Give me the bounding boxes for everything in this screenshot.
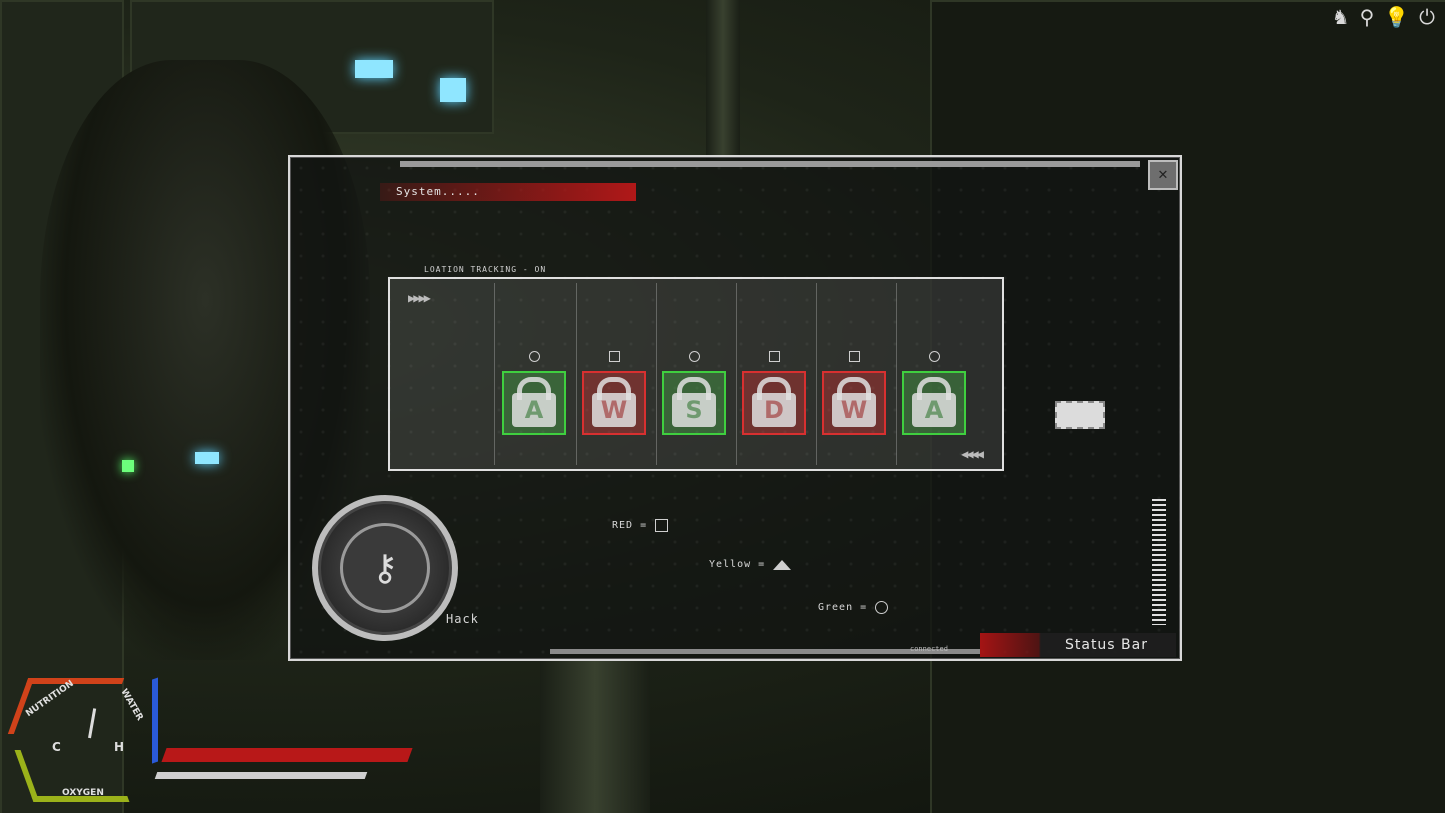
legend-red: RED =: [612, 519, 669, 532]
panel-bottom-bar: [550, 649, 980, 654]
panel-top-bar: [400, 161, 1140, 167]
column-divider: [896, 283, 897, 465]
lock-key: A: [902, 349, 966, 435]
lock-icon: [757, 377, 791, 400]
map-pin-icon[interactable]: ⚲: [1359, 5, 1375, 29]
power-icon[interactable]: ⏻: [1419, 5, 1435, 29]
lock-key: D: [742, 349, 806, 435]
legend-yellow: Yellow =: [709, 559, 792, 570]
location-tracking-label: LOATION TRACKING - ON: [424, 265, 547, 274]
gauge-hot-label: H: [114, 740, 125, 754]
status-bar: Status Bar: [980, 633, 1176, 657]
legend-yellow-label: Yellow =: [709, 559, 766, 570]
close-button[interactable]: ✕: [1148, 160, 1178, 190]
helmet-light: [355, 60, 393, 78]
circle-indicator-icon: [928, 349, 940, 363]
column-divider: [494, 283, 495, 465]
column-divider: [736, 283, 737, 465]
lock-key: W: [582, 349, 646, 435]
legend-red-label: RED =: [612, 520, 648, 531]
hack-dial[interactable]: ⚷: [312, 495, 458, 641]
hack-label: Hack: [446, 612, 479, 626]
player-stats-hud: NUTRITION WATER OXYGEN C H: [7, 672, 420, 807]
column-divider: [816, 283, 817, 465]
key-icon: ⚷: [371, 547, 399, 589]
oxygen-label: OXYGEN: [62, 788, 104, 798]
hack-panel: System..... ✕ LOATION TRACKING - ON ▶▶▶▶…: [288, 155, 1182, 661]
lock-pad-red: D: [742, 371, 806, 435]
lock-pad-red: W: [582, 371, 646, 435]
square-indicator-icon: [768, 349, 780, 363]
lock-sequence-area: ▶▶▶▶ ◀◀◀◀: [388, 277, 1004, 471]
column-divider: [576, 283, 577, 465]
lock-pad-green: S: [662, 371, 726, 435]
gauge-cold-label: C: [52, 740, 61, 754]
triangle-icon: [773, 559, 792, 570]
square-indicator-icon: [848, 349, 860, 363]
legend-green: Green =: [818, 601, 889, 614]
legend-green-label: Green =: [818, 602, 868, 613]
lock-key: W: [822, 349, 886, 435]
hud-top-right-icons: ♞ ⚲ 💡 ⏻: [1332, 6, 1435, 28]
circle-indicator-icon: [688, 349, 700, 363]
lock-icon: [837, 377, 871, 400]
signal-meter: [1152, 499, 1166, 625]
helmet-light: [440, 78, 466, 102]
stamina-bar: [154, 772, 368, 779]
lock-key: S: [662, 349, 726, 435]
stamina-bar-fill: [154, 772, 368, 779]
lock-pad-red: W: [822, 371, 886, 435]
arrows-right-icon: ▶▶▶▶: [408, 291, 431, 305]
indicator-light: [122, 460, 134, 472]
lock-pad-green: A: [902, 371, 966, 435]
lock-key: A: [502, 349, 566, 435]
circle-indicator-icon: [528, 349, 540, 363]
lock-icon: [597, 377, 631, 400]
column-divider: [656, 283, 657, 465]
pipe: [540, 660, 650, 813]
chip-icon: [1055, 401, 1105, 429]
square-icon: [655, 519, 669, 532]
helmet-icon[interactable]: ♞: [1331, 5, 1350, 29]
connected-label: connected: [910, 645, 948, 653]
lock-pad-green: A: [502, 371, 566, 435]
lock-icon: [917, 377, 951, 400]
hack-dial-inner: ⚷: [340, 523, 430, 613]
pipe: [706, 0, 740, 160]
arrows-left-icon: ◀◀◀◀: [961, 447, 984, 461]
lock-icon: [517, 377, 551, 400]
arm-light: [195, 452, 219, 464]
circle-icon: [875, 601, 889, 614]
system-tab: System.....: [380, 183, 636, 201]
health-bar: [161, 748, 413, 762]
health-bar-fill: [161, 748, 413, 762]
lock-icon: [677, 377, 711, 400]
square-indicator-icon: [608, 349, 620, 363]
lightbulb-icon[interactable]: 💡: [1384, 5, 1410, 29]
